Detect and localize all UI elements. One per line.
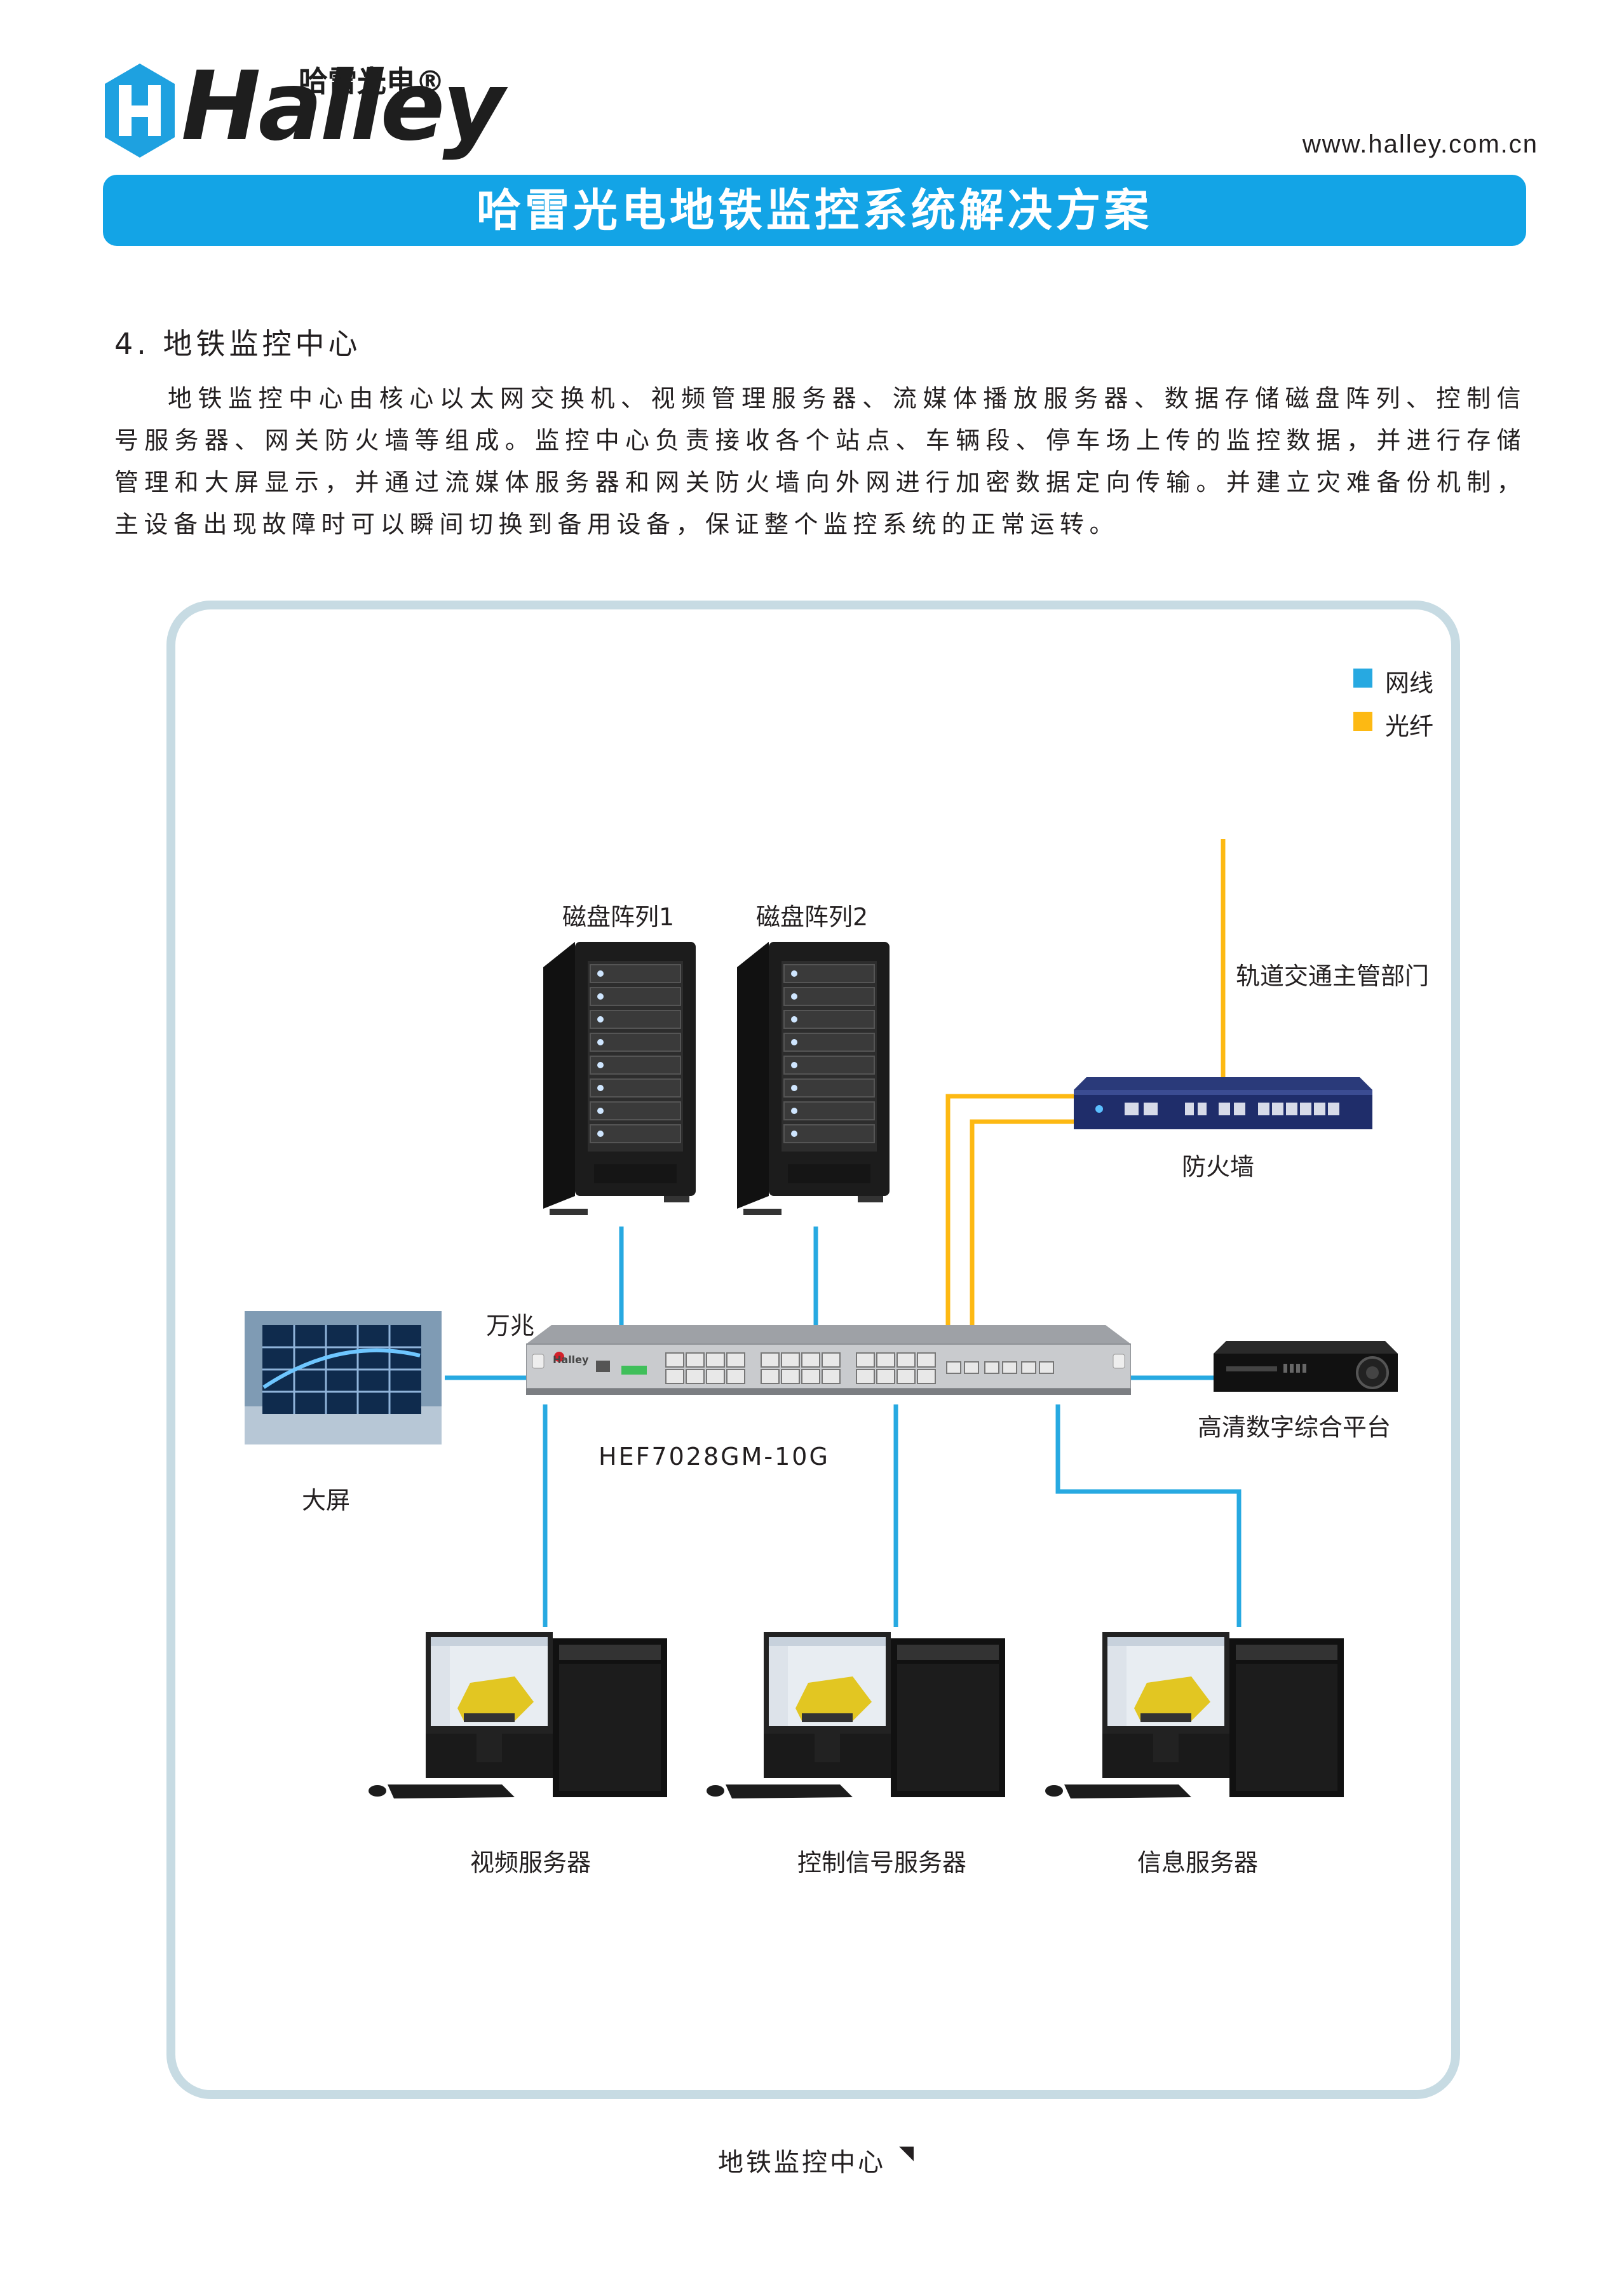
halley-logo-h-icon: [105, 64, 175, 158]
firewall-label: 防火墙: [1182, 1153, 1255, 1181]
legend-net-swatch: [1353, 669, 1372, 688]
video-server-icon: [369, 1632, 686, 1819]
video-server-label: 视频服务器: [470, 1849, 592, 1877]
brand-wordmark: Halley: [181, 51, 504, 162]
net-line-server3: [1055, 1404, 1242, 1627]
diagram-frame: [166, 601, 1460, 2099]
firewall-icon: [1074, 1077, 1372, 1137]
info-server-label: 信息服务器: [1137, 1849, 1259, 1877]
section-title: 4. 地铁监控中心: [114, 327, 362, 361]
rail-authority-label: 轨道交通主管部门: [1236, 962, 1430, 990]
legend-fiber-label: 光纤: [1385, 712, 1434, 740]
info-server-icon: [1045, 1632, 1363, 1819]
disk-array-1-label: 磁盘阵列1: [562, 903, 675, 931]
disk-array-2-icon: [731, 929, 896, 1224]
switch-model-label: HEF7028GM-10G: [599, 1443, 830, 1471]
nvr-platform-label: 高清数字综合平台: [1198, 1413, 1391, 1441]
switch-brand-mark: Halley: [553, 1354, 589, 1366]
video-wall-icon: [245, 1311, 442, 1447]
disk-array-2-label: 磁盘阵列2: [756, 903, 869, 931]
brand-cn-name: 哈雷光电®: [299, 64, 445, 99]
disk-array-1-icon: [537, 929, 702, 1224]
fiber-line-fw1: [945, 1094, 1074, 1352]
legend-net-label: 网线: [1385, 669, 1434, 697]
fiber-line-fw2: [970, 1119, 1074, 1352]
figure-caption: 地铁监控中心: [718, 2148, 886, 2177]
video-wall-label: 大屏: [302, 1486, 351, 1514]
control-signal-server-icon: [707, 1632, 1024, 1819]
page-title: 哈雷光电地铁监控系统解决方案: [477, 184, 1153, 236]
section-paragraph: 地铁监控中心由核心以太网交换机、视频管理服务器、流媒体播放服务器、数据存储磁盘阵…: [114, 384, 1526, 538]
website-url[interactable]: www.halley.com.cn: [1302, 130, 1538, 158]
caption-corner-icon: ◥: [899, 2142, 914, 2164]
control-signal-server-label: 控制信号服务器: [797, 1849, 967, 1877]
legend-fiber-swatch: [1353, 712, 1372, 731]
ten-gig-label: 万兆: [486, 1312, 535, 1340]
nvr-platform-icon: [1214, 1341, 1398, 1401]
title-banner: [103, 175, 1526, 246]
core-switch-icon: [525, 1325, 1132, 1410]
